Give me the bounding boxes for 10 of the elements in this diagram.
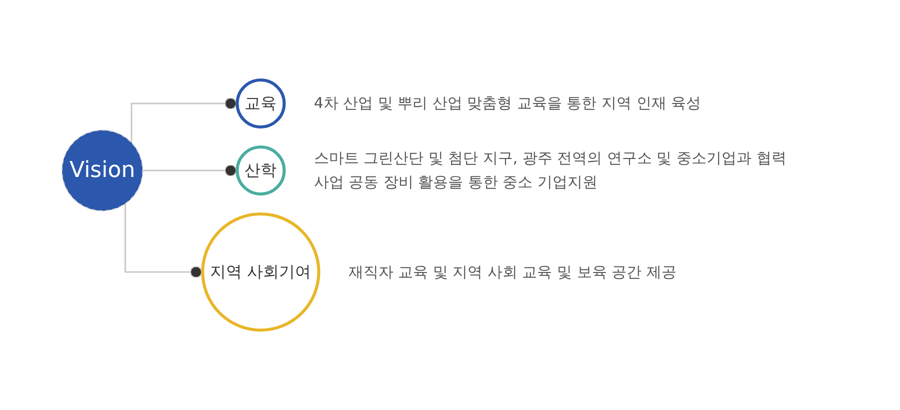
description-text: 재직자 교육 및 지역 사회 교육 및 보육 공간 제공 <box>348 262 676 283</box>
node-circle: 지역 사회기여 <box>200 212 320 332</box>
connector <box>124 204 202 278</box>
connector <box>142 164 237 176</box>
node-circle: 교육 <box>235 78 286 128</box>
description-text: 스마트 그린산단 및 첨단 지구, 광주 전역의 연구소 및 중소기업과 협력 사업 공동 장비 활용을 통한 중소 기업지원 <box>314 148 788 194</box>
node-circle: 산학 <box>235 145 286 196</box>
node-circle: Vision <box>61 130 143 212</box>
connector <box>130 97 237 143</box>
description-text: 4차 산업 및 뿌리 산업 맞춤형 교육을 통한 지역 인재 육성 <box>314 93 702 114</box>
